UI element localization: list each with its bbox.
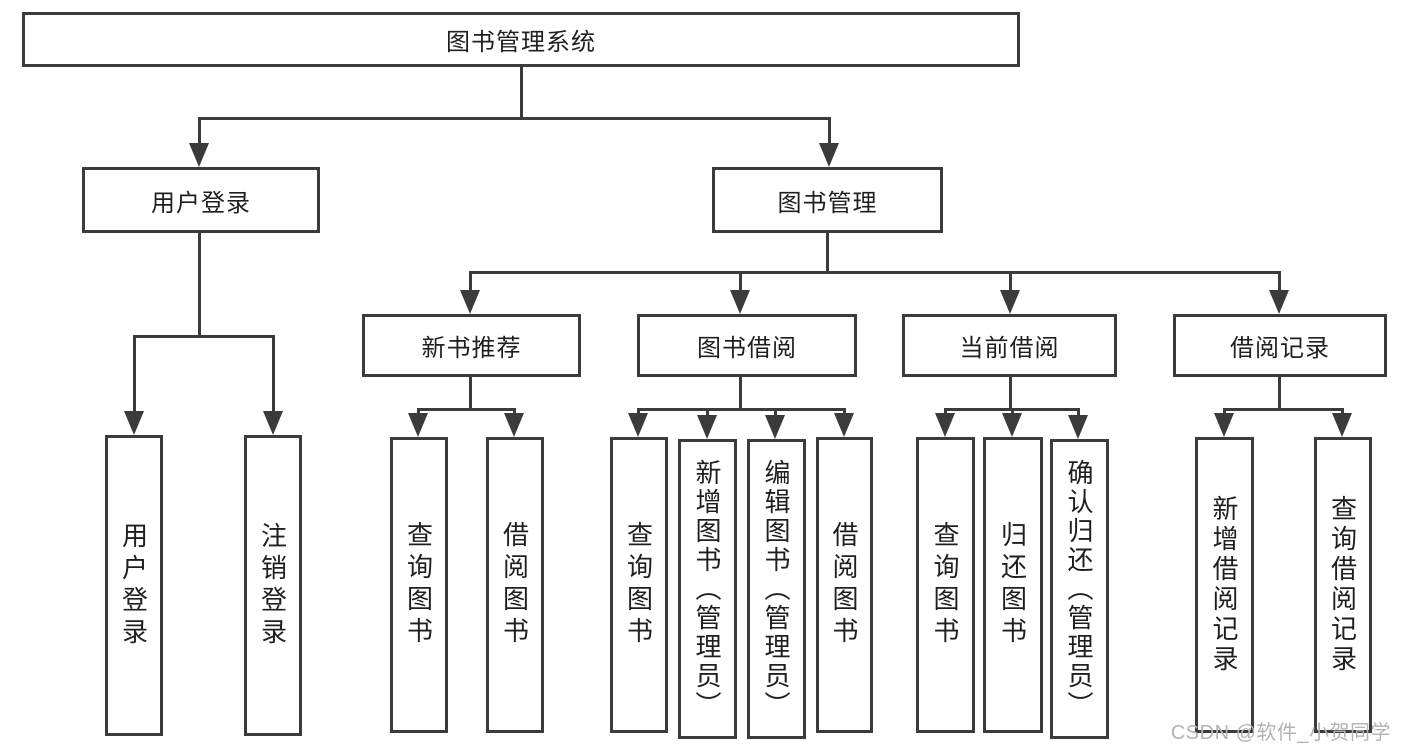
connector-book-borrow-stem [739,377,742,410]
node-new-book-recommend: 新书推荐 [362,314,581,377]
leaf-add-book-admin: 新增图书（管理员） [678,439,737,739]
node-label: 用户登录 [151,189,251,217]
arrow-down-icon [189,143,209,167]
arrow-down-icon [504,413,524,437]
leaf-label: 确认归还（管理员） [1064,458,1094,720]
leaf-label: 用户登录 [118,521,149,650]
connector-borrow-records-stem [1278,377,1281,410]
leaf-label: 新增借阅记录 [1209,495,1239,675]
arrow-down-icon [730,290,750,314]
arrow-down-icon [1000,290,1020,314]
leaf-borrow-books-recommend: 借阅图书 [486,437,544,733]
leaf-logout: 注销登录 [244,435,302,736]
leaf-label: 查询图书 [403,521,434,649]
node-current-borrow: 当前借阅 [902,314,1117,377]
connector-drop-current-borrow [1009,271,1012,304]
arrow-down-icon [628,413,648,437]
node-label: 借阅记录 [1230,335,1330,362]
leaf-query-books-borrow: 查询图书 [610,437,668,733]
node-book-management-branch: 图书管理 [712,167,943,233]
connector-user-login-rail [133,335,275,338]
csdn-watermark: CSDN @软件_小贺同学 [1170,722,1391,744]
arrow-down-icon [1269,290,1289,314]
connector-new-book-rail [417,408,516,411]
arrow-down-icon [834,413,854,437]
leaf-label: 归还图书 [997,521,1028,649]
connector-book-management-rail [469,271,1281,274]
arrow-down-icon [1002,413,1022,437]
leaf-label: 借阅图书 [499,521,530,649]
connector-drop-book-management [828,117,831,153]
leaf-label: 借阅图书 [829,521,859,649]
connector-new-book-stem [469,377,472,410]
arrow-down-icon [819,143,839,167]
connector-drop-book-borrow [739,271,742,304]
arrow-down-icon [935,413,955,437]
node-label: 当前借阅 [959,335,1060,362]
connector-book-borrow-rail [637,408,846,411]
node-label: 图书管理系统 [446,29,596,56]
leaf-query-books-recommend: 查询图书 [390,437,448,733]
connector-book-management-stem [826,233,829,273]
connector-root-rail [198,117,831,120]
connector-root-stem [520,67,523,120]
leaf-label: 编辑图书（管理员） [761,458,791,720]
connector-current-borrow-stem [1009,377,1012,410]
connector-user-login-stem [198,233,201,335]
node-borrow-records: 借阅记录 [1173,314,1387,377]
node-label: 新书推荐 [421,335,522,362]
arrow-down-icon [124,411,144,435]
leaf-query-books-current: 查询图书 [916,437,975,733]
arrow-down-icon [263,411,283,435]
node-user-login-branch: 用户登录 [82,167,320,233]
leaf-return-books: 归还图书 [983,437,1043,733]
connector-drop-borrow-records [1278,271,1281,304]
connector-drop-new-book [469,271,472,304]
leaf-label: 新增图书（管理员） [692,458,722,720]
leaf-label: 查询图书 [930,521,960,649]
leaf-edit-book-admin: 编辑图书（管理员） [747,439,806,739]
leaf-query-borrow-record: 查询借阅记录 [1314,437,1372,733]
connector-drop-user-login [198,117,201,153]
leaf-label: 查询图书 [623,521,654,649]
node-book-borrow: 图书借阅 [637,314,857,377]
connector-borrow-records-rail [1223,408,1344,411]
node-label: 图书管理 [777,189,878,217]
leaf-add-borrow-record: 新增借阅记录 [1195,437,1254,733]
node-label: 图书借阅 [697,335,797,362]
leaf-borrow-books-borrow: 借阅图书 [816,437,873,733]
arrow-down-icon [1214,413,1234,437]
arrow-down-icon [408,413,428,437]
leaf-label: 注销登录 [257,521,288,650]
arrow-down-icon [1332,413,1352,437]
node-library-management-system: 图书管理系统 [22,12,1020,67]
leaf-user-login: 用户登录 [105,435,163,736]
connector-drop-leaf [133,335,136,425]
connector-drop-leaf [272,335,275,425]
leaf-label: 查询借阅记录 [1327,495,1358,675]
arrow-down-icon [697,415,717,439]
arrow-down-icon [460,290,480,314]
arrow-down-icon [765,415,785,439]
leaf-confirm-return-admin: 确认归还（管理员） [1050,439,1109,739]
arrow-down-icon [1068,415,1088,439]
